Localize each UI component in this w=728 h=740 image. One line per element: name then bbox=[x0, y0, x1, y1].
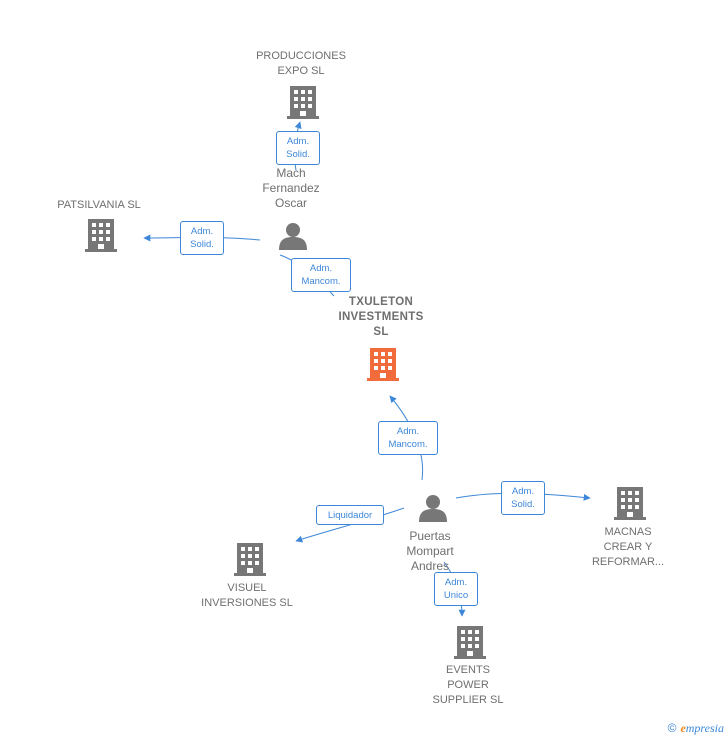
label-line: REFORMAR... bbox=[591, 556, 665, 568]
label-line: CREAR Y bbox=[603, 541, 653, 553]
label-line: Mach bbox=[276, 166, 306, 180]
badge-line: Adm. bbox=[190, 226, 214, 237]
copyright-symbol: © bbox=[667, 721, 677, 735]
label-line: Fernandez bbox=[262, 181, 320, 195]
brand-name: mpresia bbox=[685, 721, 724, 735]
node-label-txuleton[interactable]: TXULETON INVESTMENTS SL bbox=[321, 295, 441, 340]
node-label-events[interactable]: EVENTS POWER SUPPLIER SL bbox=[408, 663, 528, 708]
node-label-visuel[interactable]: VISUEL INVERSIONES SL bbox=[187, 581, 307, 611]
badge-line: Adm. bbox=[511, 486, 535, 497]
badge-line: Liquidador bbox=[327, 510, 373, 521]
label-line: Mompart bbox=[406, 544, 454, 558]
badge-line: Adm. bbox=[396, 426, 420, 437]
label-line: VISUEL bbox=[227, 582, 267, 594]
node-label-macnas[interactable]: MACNAS CREAR Y REFORMAR... bbox=[578, 525, 678, 570]
edge-badge-mach-patsilvania[interactable]: Adm. Solid. bbox=[180, 221, 224, 255]
badge-line: Solid. bbox=[190, 239, 214, 250]
label-line: Oscar bbox=[274, 196, 307, 210]
edge-badge-mach-producciones[interactable]: Adm. Solid. bbox=[276, 131, 320, 165]
label-line: PRODUCCIONES bbox=[256, 50, 346, 62]
badge-line: Solid. bbox=[511, 499, 535, 510]
label-line: POWER bbox=[447, 679, 489, 691]
badge-line: Unico bbox=[443, 590, 469, 601]
node-label-mach[interactable]: Mach Fernandez Oscar bbox=[246, 166, 336, 211]
badge-line: Adm. bbox=[444, 577, 468, 588]
edge-badge-mach-txuleton[interactable]: Adm. Mancom. bbox=[291, 258, 351, 292]
label-line: Puertas bbox=[409, 529, 451, 543]
label-line: TXULETON bbox=[348, 296, 414, 308]
label-line: Andres bbox=[410, 559, 450, 573]
building-icon[interactable] bbox=[367, 348, 399, 381]
building-icon[interactable] bbox=[287, 86, 319, 119]
building-icon[interactable] bbox=[454, 626, 486, 659]
node-label-patsilvania[interactable]: PATSILVANIA SL bbox=[39, 198, 159, 213]
building-icon[interactable] bbox=[614, 487, 646, 520]
person-icon[interactable] bbox=[279, 223, 307, 250]
edge-badge-puertas-macnas[interactable]: Adm. Solid. bbox=[501, 481, 545, 515]
edge-badge-puertas-txuleton[interactable]: Adm. Mancom. bbox=[378, 421, 438, 455]
person-icon[interactable] bbox=[419, 495, 447, 522]
building-icon[interactable] bbox=[234, 543, 266, 576]
label-line: MACNAS bbox=[604, 526, 652, 538]
label-line: SL bbox=[373, 326, 389, 338]
building-icon[interactable] bbox=[85, 219, 117, 252]
label-line: INVERSIONES SL bbox=[201, 597, 293, 609]
label-line: EVENTS bbox=[445, 664, 490, 676]
node-label-producciones[interactable]: PRODUCCIONES EXPO SL bbox=[241, 49, 361, 79]
edge-badge-puertas-events[interactable]: Adm. Unico bbox=[434, 572, 478, 606]
empresia-logo: ©empresia bbox=[668, 721, 724, 736]
badge-line: Adm. bbox=[286, 136, 310, 147]
label-line: EXPO SL bbox=[277, 65, 325, 77]
node-label-puertas[interactable]: Puertas Mompart Andres bbox=[385, 529, 475, 574]
label-line: SUPPLIER SL bbox=[432, 694, 504, 706]
label-line: PATSILVANIA SL bbox=[57, 199, 141, 211]
badge-line: Mancom. bbox=[301, 276, 341, 287]
edge-badge-puertas-visuel[interactable]: Liquidador bbox=[316, 505, 384, 525]
badge-line: Mancom. bbox=[388, 439, 428, 450]
label-line: INVESTMENTS bbox=[338, 311, 424, 323]
brand-initial: e bbox=[680, 721, 686, 735]
badge-line: Solid. bbox=[286, 149, 310, 160]
badge-line: Adm. bbox=[309, 263, 333, 274]
